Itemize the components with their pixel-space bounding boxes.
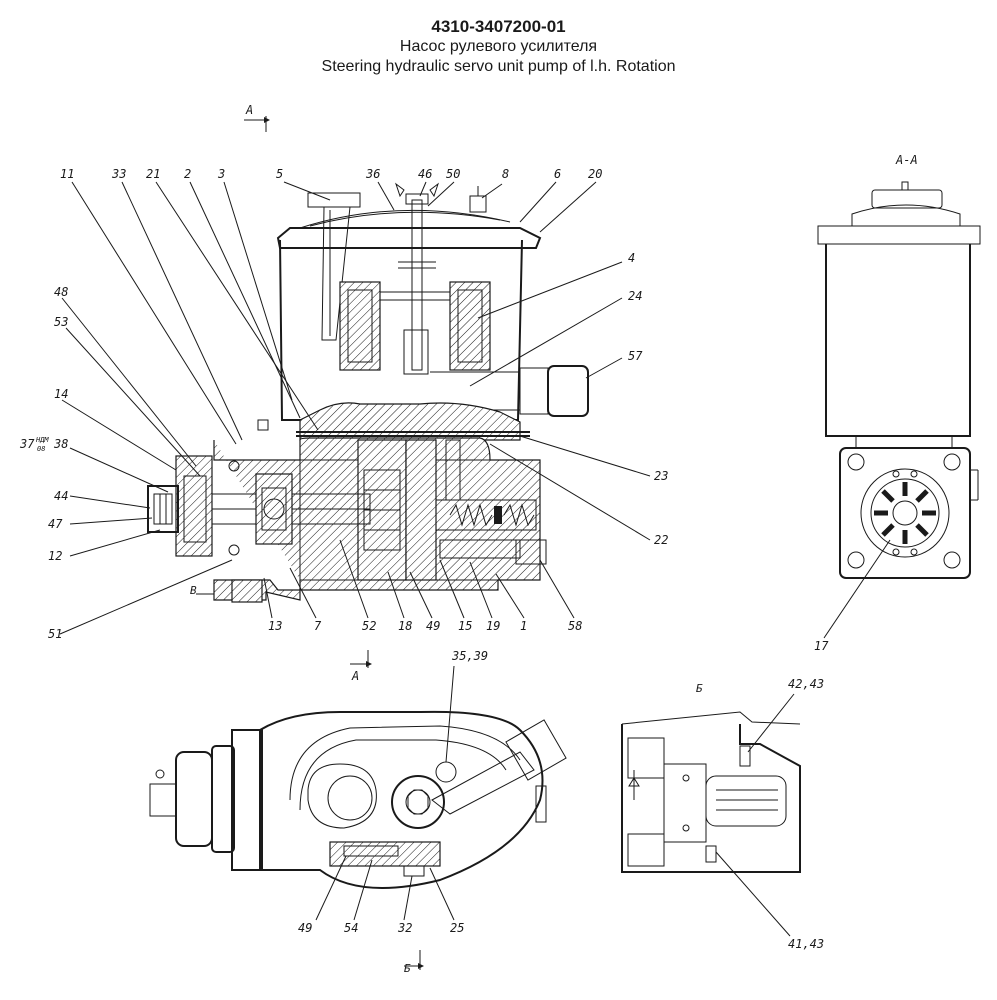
bottom-pulley-hub — [175, 751, 213, 847]
filter-element-left — [339, 281, 381, 371]
view-b-label: Б — [696, 682, 703, 695]
callout-37: 37 — [19, 437, 35, 451]
view-b-body — [621, 724, 801, 873]
aa-cap — [871, 189, 943, 209]
callout-1: 1 — [520, 619, 527, 633]
wing-nut — [395, 182, 439, 198]
view-b-motor — [705, 775, 787, 827]
callout-32: 32 — [397, 921, 412, 935]
front-flange — [175, 455, 213, 557]
callout-11: 11 — [60, 167, 74, 181]
view-b-label-bottom: Б — [404, 962, 411, 975]
callout-58: 58 — [568, 619, 582, 633]
callout-2: 2 — [184, 167, 191, 181]
callout-47: 47 — [48, 517, 63, 531]
callout-25: 25 — [450, 921, 464, 935]
callout-36: 36 — [365, 167, 380, 181]
shaft-nut — [147, 485, 179, 533]
callout-6: 6 — [554, 167, 561, 181]
callout-35-39: 35,39 — [451, 649, 488, 663]
view-b: Б 42,43 41,43 — [621, 677, 824, 951]
callout-15: 15 — [458, 619, 472, 633]
callout-5: 5 — [276, 167, 283, 181]
reservoir-lid — [299, 209, 511, 229]
filler-cap — [307, 192, 361, 208]
section-aa-view: А-А 17 — [814, 153, 981, 653]
main-view-callouts: 11 33 21 2 3 5 36 46 50 8 6 20 4 24 57 4… — [19, 167, 668, 641]
callout-3: 3 — [217, 167, 225, 181]
mounting-lug — [231, 579, 263, 603]
callout-7: 7 — [314, 619, 322, 633]
section-a-label-bottom: А — [351, 669, 359, 683]
dipstick — [321, 206, 351, 341]
view-v-mark: В — [190, 584, 197, 597]
aa-reservoir — [825, 244, 971, 437]
reservoir-rim — [276, 227, 542, 249]
callout-37-superscript: НДМ — [35, 436, 49, 444]
callout-49: 49 — [426, 619, 440, 633]
section-marker-a-top: А — [244, 103, 270, 132]
callout-4: 4 — [628, 251, 635, 265]
aa-pump-body — [839, 447, 971, 579]
callout-23: 23 — [654, 469, 668, 483]
center-rod — [411, 199, 423, 371]
callout-22: 22 — [654, 533, 668, 547]
callout-12: 12 — [48, 549, 62, 563]
callout-42-43: 42,43 — [788, 677, 824, 691]
callout-57: 57 — [628, 349, 643, 363]
callout-19: 19 — [486, 619, 500, 633]
filter-element-right — [449, 281, 491, 371]
callout-50: 50 — [446, 167, 460, 181]
aa-rim — [817, 225, 981, 245]
bottom-flange — [231, 729, 263, 871]
bearing-housing — [255, 473, 293, 545]
bottom-body-outline — [259, 710, 544, 889]
callout-54: 54 — [344, 921, 358, 935]
relief-spring — [449, 503, 493, 527]
callout-20: 20 — [588, 167, 602, 181]
section-a-label-top: А — [245, 103, 253, 117]
reservoir-base — [299, 402, 521, 441]
callout-18: 18 — [398, 619, 412, 633]
callout-38: 38 — [53, 437, 68, 451]
plug-58 — [515, 539, 547, 565]
callout-41-43: 41,43 — [788, 937, 824, 951]
title-block: 4310-3407200-01 Насос рулевого усилителя… — [0, 16, 997, 77]
callout-24: 24 — [628, 289, 642, 303]
callout-37-subscript: 08 — [37, 445, 45, 453]
callout-13: 13 — [268, 619, 282, 633]
bottom-port-center — [391, 775, 445, 829]
callout-21: 21 — [146, 167, 160, 181]
main-section-view — [147, 182, 589, 603]
outlet-fitting — [547, 365, 589, 417]
section-marker-a-bottom: А — [350, 650, 372, 683]
bottom-ball-valve — [435, 761, 457, 783]
aa-rotor — [870, 478, 940, 548]
aa-vanes — [874, 482, 936, 544]
bottom-view: 35,39 49 54 32 25 Б — [149, 649, 567, 975]
part-number: 4310-3407200-01 — [431, 17, 566, 36]
callout-14: 14 — [54, 387, 68, 401]
callout-52: 52 — [362, 619, 376, 633]
bottom-outlet-pipe — [431, 751, 535, 815]
callout-48: 48 — [54, 285, 68, 299]
callout-53: 53 — [54, 315, 68, 329]
stator-ring — [405, 439, 437, 581]
main-view-leaders — [59, 181, 651, 635]
callout-8: 8 — [502, 167, 509, 181]
callout-17: 17 — [814, 639, 829, 653]
title-english: Steering hydraulic servo unit pump of l.… — [321, 58, 676, 75]
section-aa-label: А-А — [895, 153, 918, 167]
callout-51: 51 — [48, 627, 62, 641]
title-russian: Насос рулевого усилителя — [399, 38, 598, 55]
callout-44: 44 — [54, 489, 68, 503]
callout-46: 46 — [418, 167, 432, 181]
callout-49-bottom: 49 — [298, 921, 312, 935]
bottom-port-left — [307, 763, 377, 829]
callout-33: 33 — [111, 167, 126, 181]
